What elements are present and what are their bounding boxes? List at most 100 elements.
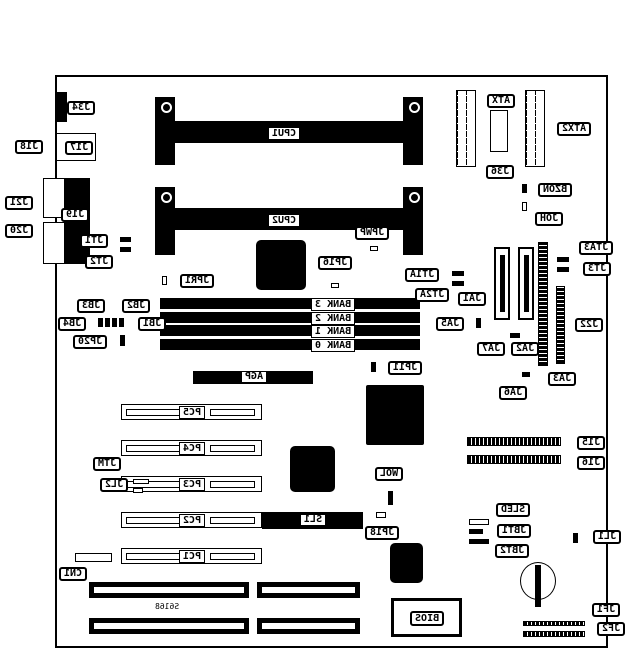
isa-slot-1b[interactable] [257,582,360,598]
jt1a-jumper[interactable] [452,271,464,276]
label-text: JB2 [127,300,146,311]
jbt2-jumper[interactable] [469,539,489,544]
label-text: JB4 [63,318,82,329]
south-bridge-chip [290,446,335,492]
isa-slot-1a[interactable] [89,582,249,598]
label-jp11: JP11 [388,361,423,375]
j16-header [467,455,561,464]
sled-connector[interactable] [469,519,489,525]
jp20-jumper[interactable] [120,335,125,346]
label-ja3: JA3 [548,372,577,386]
jbt1-jumper[interactable] [469,529,483,534]
label-text: SLED [501,504,526,515]
ja3-header [538,242,548,366]
atx-connector [456,90,476,167]
jt3-jumper[interactable] [557,267,569,272]
dimm-bank-0[interactable]: BANK 0 [160,339,420,352]
label-text: J21 [10,197,29,208]
label-text: J19 [66,209,85,220]
label-jbt2: JBT2 [495,544,530,558]
pc5-label: PC5 [179,406,206,419]
label-jt1: JT1 [80,234,109,248]
agp-slot[interactable]: AGP [193,371,313,384]
cpu2-retention-right [403,187,423,255]
pci-slot-5[interactable]: PC5 [121,404,262,420]
jb-jumpers[interactable] [98,318,125,327]
label-atx2: ATX2 [557,122,592,136]
j22-header [556,286,565,364]
label-j36: J36 [486,165,515,179]
label-joh: JOH [535,212,564,226]
label-jf2: JF2 [597,622,626,636]
label-text: ATX2 [562,123,587,134]
label-j19: J19 [61,208,90,222]
label-text: ATX [492,95,511,106]
ja6-jumper[interactable] [522,372,530,377]
jp16-jumper[interactable] [331,283,339,288]
label-text: J18 [20,141,39,152]
label-text: JL2 [105,479,124,490]
jp11-jumper[interactable] [371,362,376,372]
jt1-jumper[interactable] [120,237,131,242]
ja7-jumper[interactable] [510,333,520,338]
jpr1-jumper[interactable] [162,276,167,285]
pci-slot-1[interactable]: PC1 [121,548,262,564]
label-text: JA6 [504,387,523,398]
label-j34: J34 [67,101,96,115]
dimm-bank-1[interactable]: BANK 1 [160,325,420,338]
jtm-jumper[interactable] [133,479,149,484]
joh-jumper[interactable] [522,202,527,211]
label-jpwp: JPWP [355,226,390,240]
pc1-text: PC1 [183,551,202,562]
label-text: JA7 [482,343,501,354]
chipset [256,240,306,290]
label-j15: J15 [577,436,606,450]
label-text: JA3 [553,373,572,384]
label-j16: J16 [577,456,606,470]
isa-slot-2b[interactable] [257,618,360,634]
dimm-bank-3[interactable]: BANK 3 [160,298,420,311]
label-text: JBT1 [502,525,527,536]
isa-slot-2a[interactable] [89,618,249,634]
label-jb4: JB4 [58,317,87,331]
label-atx: ATX [487,94,516,108]
wol-connector[interactable] [388,491,393,505]
jt2-jumper[interactable] [120,247,131,252]
jt2a-jumper[interactable] [452,281,464,286]
pc2-label: PC2 [179,514,206,527]
board-marking-text: S6168 [155,602,180,611]
cpu1-label: CPU1 [268,127,301,140]
label-text: J22 [580,319,599,330]
label-text: J34 [72,102,91,113]
label-jp16: JP16 [318,256,353,270]
bank0-label: BANK 0 [311,339,356,352]
label-text: JTM [98,458,117,469]
label-text: JL1 [598,531,617,542]
label-text: J17 [70,142,89,153]
label-ja7: JA7 [477,342,506,356]
jl1-jumper[interactable] [573,533,578,543]
label-jb3: JB3 [77,299,106,313]
label-text: JP16 [323,257,348,268]
cpu1-text: CPU1 [272,128,297,139]
dimm-bank-2[interactable]: BANK 2 [160,312,420,325]
pci-slot-3[interactable]: PC3 [121,476,262,492]
pci-slot-2[interactable]: PC2 [121,512,262,528]
jpwp-jumper[interactable] [370,246,378,251]
label-jt1a: JT1A [405,268,440,282]
label-jf1: JF1 [592,603,621,617]
jta3-jumper[interactable] [557,257,569,262]
ja5-jumper[interactable] [476,318,481,328]
label-jta3: JTA3 [579,241,614,255]
label-text: JB1 [143,318,162,329]
j34-connector [57,92,67,122]
label-j20: J20 [5,224,34,238]
jl2-jumper[interactable] [133,488,143,493]
sl1-slot[interactable]: SL1 [262,512,363,529]
cn1-connector [75,553,112,562]
bzon-jumper[interactable] [522,184,527,193]
j36-connector [490,110,508,152]
jp18-jumper[interactable] [376,512,386,518]
label-text: JP11 [393,362,418,373]
pci-slot-4[interactable]: PC4 [121,440,262,456]
